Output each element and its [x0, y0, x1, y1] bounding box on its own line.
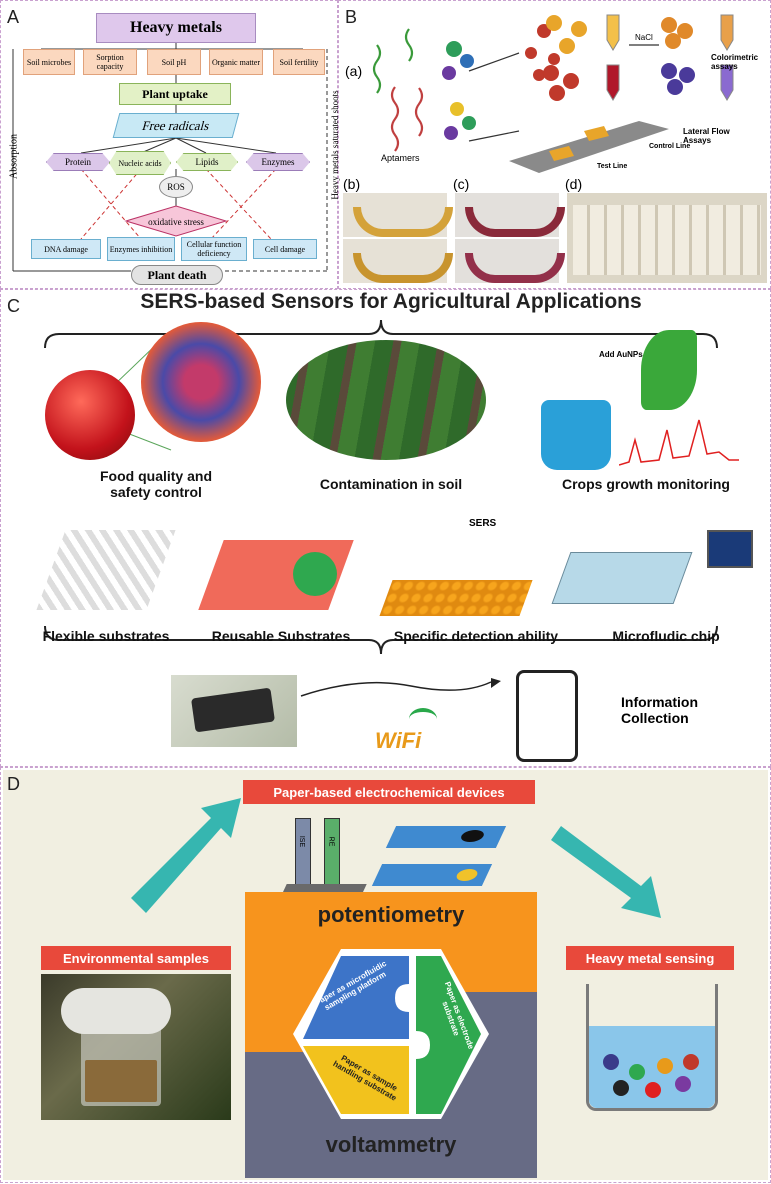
raman-spectrum: [619, 410, 739, 470]
flow-arrows: [131, 798, 661, 918]
factor-soil-ph: Soil pH: [147, 49, 201, 75]
environmental-samples-label: Environmental samples: [41, 946, 231, 970]
absorption-label: Absorption: [8, 134, 20, 179]
target-lipids: Lipids: [176, 153, 238, 171]
voltammetry-label: voltammetry: [325, 1132, 457, 1157]
factor-sorption-capacity: Sorption capacity: [83, 49, 137, 75]
photo-gold-arc-2: [343, 239, 453, 283]
damage-enzymes-inhibition: Enzymes inhibition: [107, 237, 175, 261]
colorimetric-label: Colorimetric assays: [711, 53, 759, 71]
panel-label-b: B: [345, 7, 358, 27]
test-line-label: Test Line: [597, 163, 628, 170]
phone-illustration: [516, 670, 578, 762]
apple-illustration: [45, 370, 135, 460]
factor-organic-matter: Organic matter: [209, 49, 263, 75]
info-collection-label: Information Collection: [621, 694, 698, 726]
sers-label: SERS: [469, 518, 497, 529]
reusable-green-sphere: [293, 552, 337, 596]
target-enzymes: Enzymes: [246, 153, 310, 171]
soil-field-photo: [286, 340, 486, 460]
aptamers-label: Aptamers: [381, 153, 420, 163]
damage-cellular-function: Cellular function deficiency: [181, 237, 247, 261]
environmental-sample-photo: [41, 974, 231, 1120]
target-protein: Protein: [46, 153, 110, 171]
add-aunps-label: Add AuNPs: [599, 350, 643, 359]
damage-cell: Cell damage: [253, 239, 317, 259]
heavy-metals-box: Heavy metals: [96, 13, 256, 43]
panel-d: D Paper-based electrochemical devices IS…: [0, 767, 771, 1183]
handheld-device-photo: [171, 675, 297, 747]
paper-devices-title: Paper-based electrochemical devices: [243, 780, 535, 804]
photo-red-arc-1: [455, 193, 565, 237]
panel-label-d: D: [7, 774, 20, 794]
target-nucleic-acids: Nucleic acids: [109, 151, 171, 175]
caption-microfluidic: Microfludic chip: [612, 628, 720, 644]
sub-label-c: (c): [453, 176, 470, 192]
plant-death-box: Plant death: [131, 265, 223, 285]
panel-label-c: C: [7, 296, 20, 316]
nanoparticle-illustration: [141, 322, 261, 442]
sub-label-d: (d): [565, 176, 583, 192]
panel-c-title: SERS-based Sensors for Agricultural Appl…: [140, 290, 642, 313]
oxidative-stress-label: oxidative stress: [148, 217, 204, 227]
metal-ions: [603, 1054, 699, 1098]
caption-flexible: Flexible substrates: [42, 628, 170, 644]
factor-soil-microbes: Soil microbes: [23, 49, 75, 75]
panel-a-connectors: [12, 43, 328, 272]
leaf-illustration: [641, 330, 697, 410]
panel-c: C SERS-based Sensors for Agricultural Ap…: [0, 289, 771, 767]
sub-label-b: (b): [343, 176, 361, 192]
aptamer-schematic: [372, 14, 734, 173]
nacl-label: NaCl: [635, 33, 653, 42]
laptop-illustration: [707, 530, 753, 568]
plant-uptake-box: Plant uptake: [119, 83, 231, 105]
caption-contamination-soil: Contamination in soil: [319, 476, 463, 492]
factor-soil-fertility: Soil fertility: [273, 49, 325, 75]
control-line-label: Control Line: [649, 143, 691, 150]
ros-circle: ROS: [159, 176, 193, 198]
panel-a: A Heavy metals: [0, 0, 338, 289]
lateral-flow-label: Lateral Flow Assays: [683, 127, 730, 145]
damage-dna: DNA damage: [31, 239, 101, 259]
oxidative-stress-diamond: [124, 205, 228, 237]
caption-food-quality: Food quality and safety control: [100, 468, 212, 500]
caption-crops-growth: Crops growth monitoring: [562, 476, 730, 492]
photo-lateral-strips: [567, 193, 767, 283]
heavy-metal-sensing-label: Heavy metal sensing: [566, 946, 734, 970]
panel-label-a: A: [7, 7, 20, 27]
sub-label-a: (a): [345, 63, 363, 79]
detection-substrate-illustration: [379, 580, 533, 616]
puzzle-hexagon: [293, 949, 489, 1119]
panel-b: B (a) Aptamers NaCl Colorimetric assays …: [338, 0, 771, 289]
caption-reusable: Reusable Substrates: [211, 628, 351, 644]
photo-red-arc-2: [455, 239, 565, 283]
free-radicals-box: Free radicals: [112, 113, 240, 138]
wifi-label: WiFi: [375, 728, 422, 753]
microfluidic-chip-illustration: [551, 552, 693, 604]
caption-specific-detection: Specific detection ability: [393, 628, 559, 644]
plant-pot-illustration: [541, 400, 611, 470]
potentiometry-label: potentiometry: [317, 902, 465, 927]
photo-gold-arc-1: [343, 193, 453, 237]
wifi-icon: [409, 708, 437, 730]
